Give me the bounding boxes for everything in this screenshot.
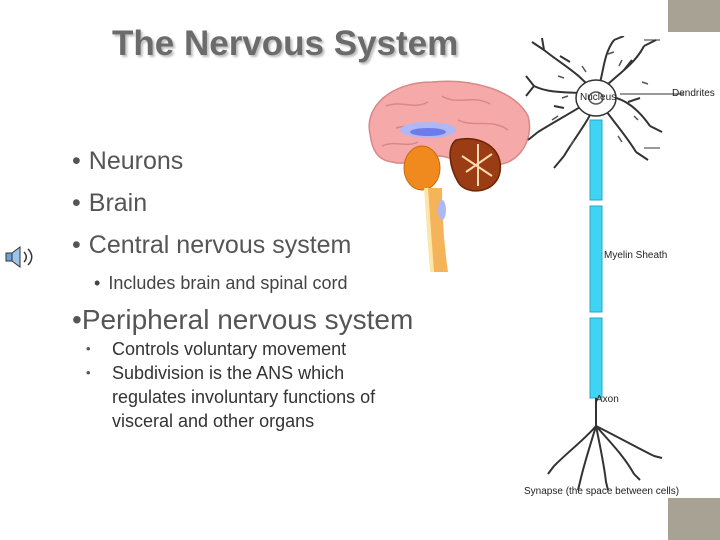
neuron-label-dendrites: Dendrites bbox=[672, 88, 715, 99]
bullet-text: Neurons bbox=[88, 147, 184, 175]
neuron-label-synapse: Synapse (the space between cells) bbox=[524, 486, 680, 497]
bullet-text: Brain bbox=[88, 189, 148, 217]
neuron-illustration bbox=[525, 36, 684, 491]
sub-bullet-text: Includes brain and spinal cord bbox=[108, 273, 348, 293]
sub-bullet-item: •Controls voluntary movement bbox=[86, 339, 347, 359]
speaker-icon[interactable] bbox=[4, 246, 34, 268]
neuron-label-myelin: Myelin Sheath bbox=[604, 250, 668, 261]
bullet-item: •Central nervous system bbox=[72, 231, 352, 259]
bullet-list: •Neurons •Brain •Central nervous system … bbox=[72, 140, 413, 336]
sub-bullet-item: •Includes brain and spinal cord bbox=[94, 273, 348, 293]
brain-illustration bbox=[368, 80, 531, 272]
corner-block-bottom-right bbox=[668, 498, 720, 540]
slide-title: The Nervous System bbox=[112, 24, 459, 63]
corner-block-top-right bbox=[668, 0, 720, 32]
neuron-label-nucleus: Nucleus bbox=[580, 92, 617, 103]
bullet-item: •Peripheral nervous system bbox=[72, 304, 414, 335]
bullet-text: Central nervous system bbox=[88, 231, 352, 259]
sub-bullet-text: Controls voluntary movement bbox=[112, 339, 347, 359]
sub-bullet-text: Subdivision is the ANS which regulates i… bbox=[112, 363, 376, 431]
bullet-item: •Neurons bbox=[72, 147, 184, 175]
bullet-item: •Brain bbox=[72, 189, 148, 217]
sub-bullet-list: •Controls voluntary movement •Subdivisio… bbox=[86, 337, 387, 433]
sub-bullet-item: •Subdivision is the ANS which regulates … bbox=[86, 363, 376, 431]
neuron-label-axon: Axon bbox=[596, 394, 619, 405]
bullet-text: Peripheral nervous system bbox=[81, 304, 414, 335]
